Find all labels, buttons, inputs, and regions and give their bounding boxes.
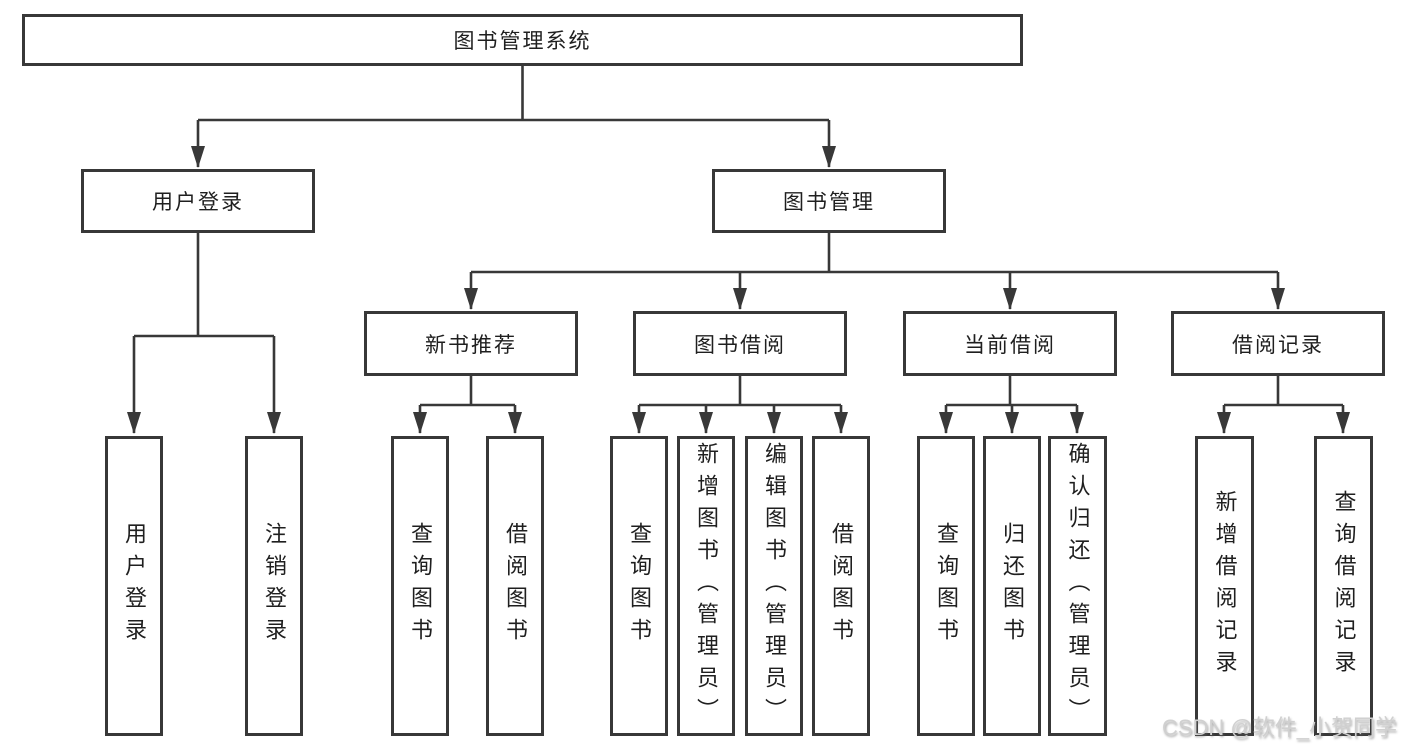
node-book-management: 图书管理 — [712, 169, 946, 233]
leaf-query-borrow-record-label: 查询借阅记录 — [1331, 490, 1357, 682]
leaf-edit-books-admin-label: 编辑图书（管理员） — [762, 442, 787, 730]
leaf-query-books: 查询图书 — [610, 436, 668, 736]
node-borrow-records: 借阅记录 — [1171, 311, 1385, 376]
leaf-borrow-books-label: 借阅图书 — [503, 522, 528, 650]
leaf-add-books-admin-label: 新增图书（管理员） — [694, 442, 719, 730]
node-root-library-system: 图书管理系统 — [22, 14, 1023, 66]
csdn-watermark: CSDN @软件_小贺同学 — [1161, 715, 1397, 740]
leaf-query-books-label: 查询图书 — [627, 522, 652, 650]
node-book-management-label: 图书管理 — [783, 191, 875, 214]
node-user-login: 用户登录 — [81, 169, 315, 233]
leaf-user-login: 用户登录 — [105, 436, 163, 736]
leaf-add-books-admin: 新增图书（管理员） — [677, 436, 735, 736]
leaf-return-books: 归还图书 — [983, 436, 1041, 736]
node-borrow-records-label: 借阅记录 — [1232, 333, 1324, 357]
leaf-logout-label: 注销登录 — [262, 522, 287, 650]
leaf-query-books-label: 查询图书 — [408, 522, 433, 650]
leaf-query-books: 查询图书 — [917, 436, 975, 736]
leaf-query-borrow-record: 查询借阅记录 — [1314, 436, 1373, 736]
leaf-borrow-books-label: 借阅图书 — [829, 522, 854, 650]
leaf-borrow-books: 借阅图书 — [812, 436, 870, 736]
leaf-edit-books-admin: 编辑图书（管理员） — [745, 436, 803, 736]
leaf-add-borrow-record-label: 新增借阅记录 — [1212, 490, 1238, 682]
node-root-label: 图书管理系统 — [453, 30, 592, 53]
leaf-confirm-return-admin: 确认归还（管理员） — [1048, 436, 1107, 736]
leaf-confirm-return-admin-label: 确认归还（管理员） — [1065, 442, 1091, 730]
node-user-login-label: 用户登录 — [152, 191, 244, 214]
leaf-user-login-label: 用户登录 — [122, 522, 147, 650]
node-book-borrow-label: 图书借阅 — [694, 333, 786, 357]
leaf-borrow-books: 借阅图书 — [486, 436, 544, 736]
leaf-logout: 注销登录 — [245, 436, 303, 736]
node-new-book-recommend-label: 新书推荐 — [425, 333, 517, 357]
node-current-borrow-label: 当前借阅 — [964, 333, 1056, 357]
leaf-query-books: 查询图书 — [391, 436, 449, 736]
leaf-add-borrow-record: 新增借阅记录 — [1195, 436, 1254, 736]
leaf-return-books-label: 归还图书 — [1000, 522, 1025, 650]
node-current-borrow: 当前借阅 — [903, 311, 1117, 376]
node-book-borrow: 图书借阅 — [633, 311, 847, 376]
leaf-query-books-label: 查询图书 — [934, 522, 959, 650]
node-new-book-recommend: 新书推荐 — [364, 311, 578, 376]
